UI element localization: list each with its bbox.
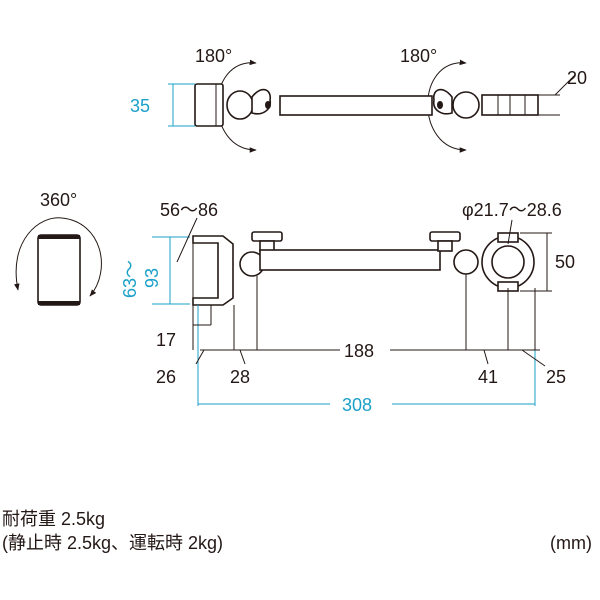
tablet-holder-bracket	[192, 235, 234, 306]
top-view: 180° 180° 35 20	[130, 46, 587, 153]
wing-knob-left	[251, 88, 272, 115]
clamp-block	[194, 83, 224, 127]
side-view: 56～86 φ21.7～28.6 50 63～ 93 17 26 28 188 …	[120, 200, 575, 415]
rotation-label-right: 180°	[400, 46, 437, 66]
dim-26: 26	[156, 367, 176, 387]
dim-188: 188	[344, 341, 374, 361]
ball-joint-right	[452, 91, 480, 119]
dim-end-height: 20	[567, 68, 587, 88]
arm-pipe-side	[259, 249, 441, 271]
load-detail-text: (静止時 2.5kg、運転時 2kg)	[2, 533, 224, 553]
rotation-label-360: 360°	[40, 190, 77, 210]
dim-tablet-range-b: 93	[142, 268, 162, 288]
side-ball-joint-right	[453, 249, 479, 275]
dim-pipe-diameter: φ21.7～28.6	[462, 200, 562, 220]
dim-17: 17	[156, 330, 176, 350]
dim-total: 308	[342, 395, 372, 415]
wing-knob-right	[432, 88, 453, 115]
rotation-label-left: 180°	[195, 46, 232, 66]
dim-ring-height: 50	[555, 252, 575, 272]
dim-clamp-height: 35	[130, 96, 150, 116]
side-knob-right	[429, 231, 461, 242]
ball-joint-left	[226, 90, 254, 120]
dim-41: 41	[478, 367, 498, 387]
unit-label: (mm)	[550, 533, 592, 553]
rotation-icon-360: 360°	[14, 190, 102, 306]
rotation-arrow-360	[14, 217, 102, 297]
side-knob-left	[251, 231, 283, 242]
load-capacity-text: 耐荷重 2.5kg	[2, 509, 106, 529]
dim-28: 28	[230, 367, 250, 387]
clamp-front-view	[37, 234, 81, 306]
dim-tablet-range-a: 63～	[120, 260, 140, 298]
dim-25: 25	[546, 367, 566, 387]
dim-clamp-range: 56～86	[160, 200, 218, 220]
arm-pipe-top	[279, 95, 433, 116]
